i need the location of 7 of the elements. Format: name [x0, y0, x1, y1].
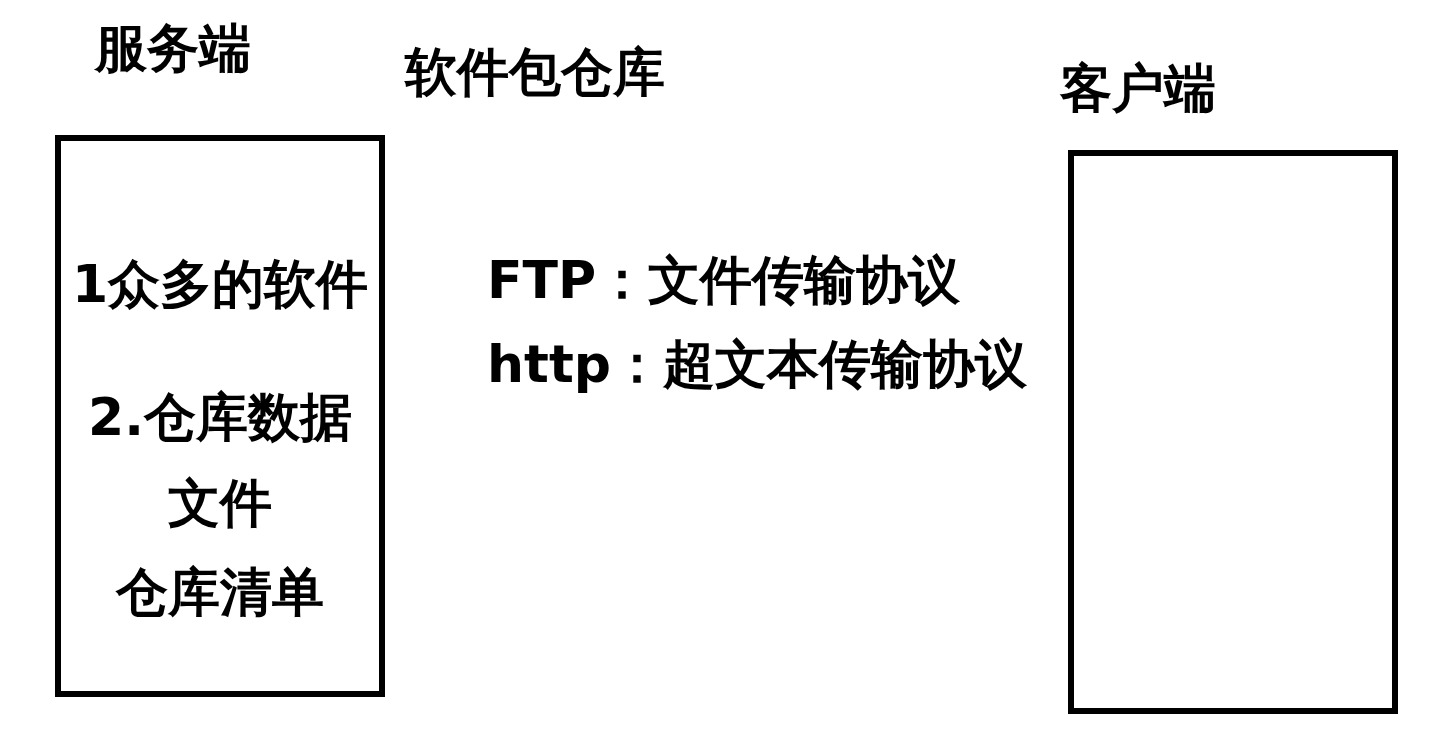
section-heading: 软件包仓库 [405, 46, 665, 98]
note-text: 仓库清单 [114, 566, 325, 618]
protocol-text: FTP：文件传输协议 [487, 254, 961, 306]
item-text: 1众多的软件 [70, 258, 370, 310]
heading-text: 客户端 [1060, 62, 1216, 114]
item-text: 2.仓库数据文件 [87, 386, 353, 535]
heading-text: 服务端 [95, 22, 251, 74]
